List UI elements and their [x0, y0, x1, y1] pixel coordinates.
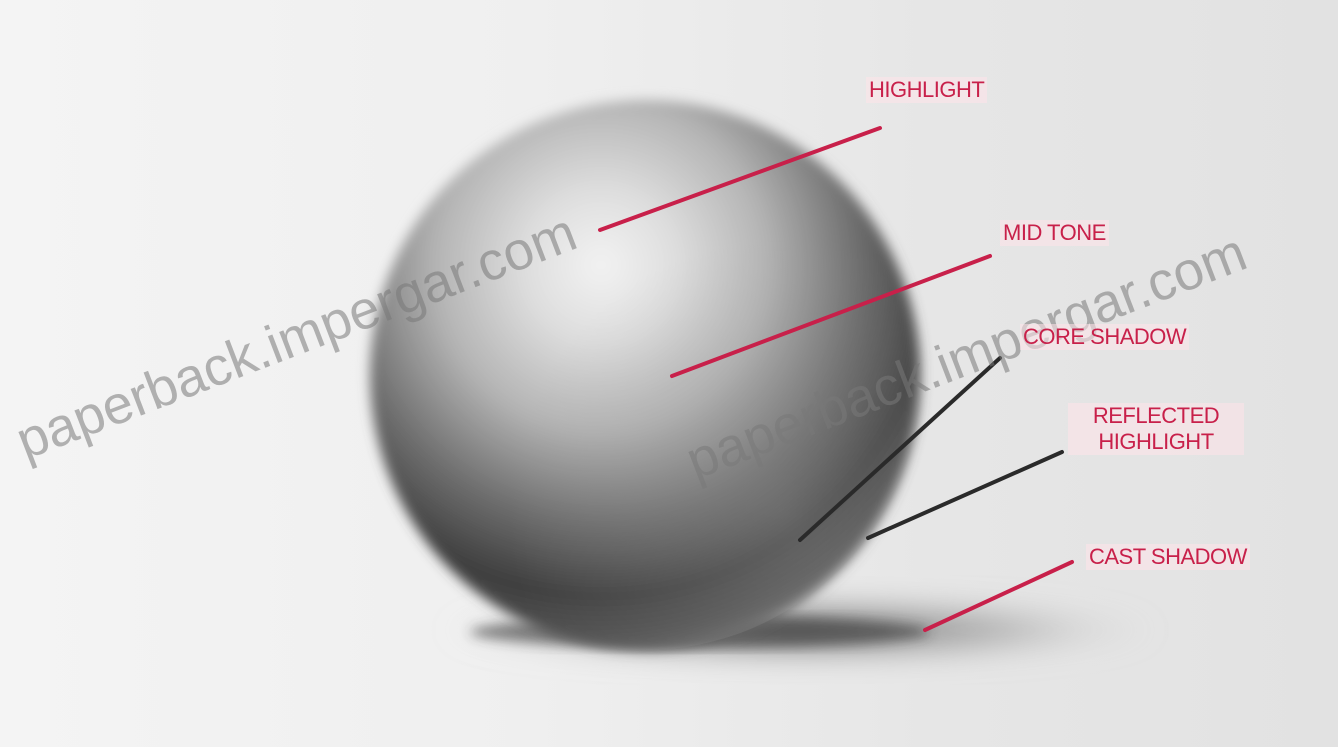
reflected-highlight-label: REFLECTED HIGHLIGHT: [1068, 403, 1244, 455]
sphere-reflected-rim: [370, 100, 920, 650]
cast-shadow-label: CAST SHADOW: [1086, 544, 1250, 570]
core-shadow-label: CORE SHADOW: [1020, 324, 1189, 350]
highlight-label: HIGHLIGHT: [866, 77, 987, 103]
mid-tone-label: MID TONE: [1000, 220, 1109, 246]
